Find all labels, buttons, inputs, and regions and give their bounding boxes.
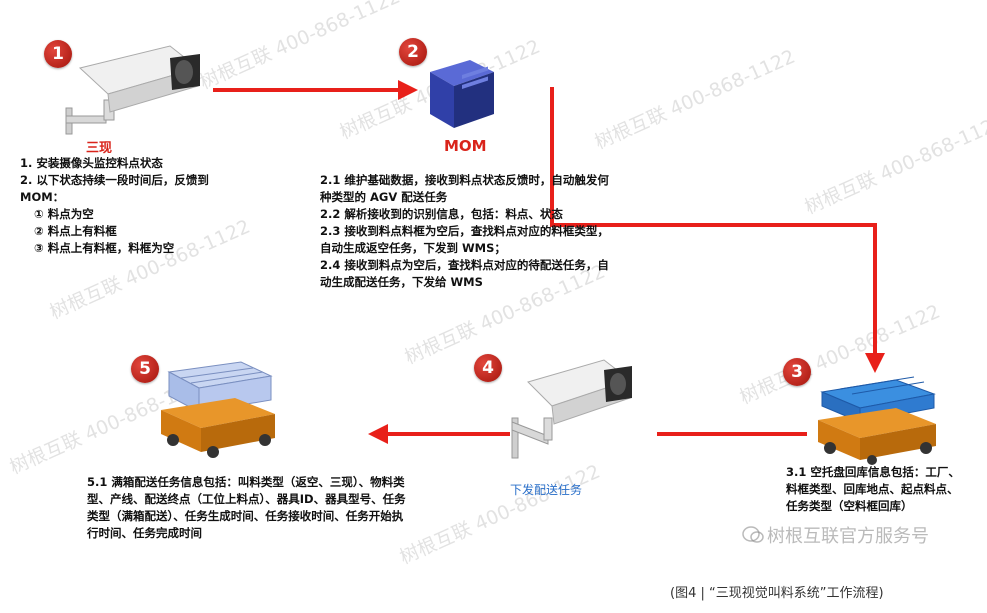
text-line: 自动生成返空任务，下发到 WMS；: [320, 241, 506, 255]
arrowhead-icon: [865, 353, 885, 373]
text-line: 任务类型（空料框回库）: [786, 499, 913, 513]
step2-description: 2.1 维护基础数据，接收到料点状态反馈时，自动触发何 种类型的 AGV 配送任…: [320, 172, 609, 291]
text-line: 行时间、任务完成时间: [87, 526, 202, 540]
text-line: 型、产线、配送终点（工位上料点）、器具ID、器具型号、任务: [87, 492, 406, 506]
text-line: 2.2 解析接收到的识别信息，包括：料点、状态: [320, 207, 563, 221]
arrowhead-icon: [398, 80, 418, 100]
arrowhead-icon: [368, 424, 388, 444]
text-line: 3.1 空托盘回库信息包括：工厂、: [786, 465, 960, 479]
text-line: 2.3 接收到料点料框为空后，查找料点对应的料框类型，: [320, 224, 609, 238]
server-icon: [430, 60, 494, 128]
arrow-4-to-5: [385, 432, 510, 436]
step-badge-2: 2: [399, 38, 427, 66]
text-line: 种类型的 AGV 配送任务: [320, 190, 448, 204]
arrow-2-to-3: [873, 223, 877, 355]
step1-description: 1. 安装摄像头监控料点状态 2. 以下状态持续一段时间后，反馈到 MOM： ①…: [20, 155, 209, 257]
connector-vertical: [550, 87, 554, 227]
step-badge-4: 4: [474, 354, 502, 382]
text-line: 1. 安装摄像头监控料点状态: [20, 156, 163, 170]
text-line: 动生成配送任务，下发给 WMS: [320, 275, 483, 289]
agv-empty-pallet-icon: [818, 376, 936, 465]
step-badge-3: 3: [783, 358, 811, 386]
text-line: 5.1 满箱配送任务信息包括：叫料类型（返空、三现）、物料类: [87, 475, 405, 489]
text-line: 料框类型、回库地点、起点料点、: [786, 482, 959, 496]
arrow-3-to-4: [657, 432, 807, 436]
step-badge-1: 1: [44, 40, 72, 68]
text-line: ① 料点为空: [34, 207, 94, 221]
step4-label: 下发配送任务: [510, 483, 583, 497]
arrow-1-to-2: [213, 88, 400, 92]
agv-full-load-icon: [161, 361, 275, 458]
watermark: 树根互联 400-868-1122: [196, 0, 404, 94]
step3-description: 3.1 空托盘回库信息包括：工厂、 料框类型、回库地点、起点料点、 任务类型（空…: [786, 464, 960, 515]
watermark: 树根互联 400-868-1122: [801, 110, 987, 219]
surveillance-camera-icon: [511, 359, 632, 459]
brand-watermark: 树根互联官方服务号: [742, 522, 929, 548]
surveillance-camera-icon: [65, 45, 200, 135]
watermark: 树根互联 400-868-1122: [591, 45, 799, 154]
connector-horizontal: [550, 223, 876, 227]
step2-label: MOM: [444, 137, 487, 155]
text-line: 2.1 维护基础数据，接收到料点状态反馈时，自动触发何: [320, 173, 609, 187]
text-line: 2.4 接收到料点为空后，查找料点对应的待配送任务，自: [320, 258, 609, 272]
watermark: 树根互联 400-868-1122: [396, 460, 604, 569]
brand-watermark-text: 树根互联官方服务号: [767, 526, 929, 547]
text-line: ③ 料点上有料框，料框为空: [34, 241, 175, 255]
step1-label: 三现: [86, 141, 113, 156]
text-line: 类型（满箱配送）、任务生成时间、任务接收时间、任务开始执: [87, 509, 404, 523]
text-line: 2. 以下状态持续一段时间后，反馈到: [20, 173, 209, 187]
figure-caption: (图4 | “三现视觉叫料系统”工作流程): [670, 586, 884, 601]
text-line: ② 料点上有料框: [34, 224, 117, 238]
text-line: MOM：: [20, 190, 65, 204]
step5-description: 5.1 满箱配送任务信息包括：叫料类型（返空、三现）、物料类 型、产线、配送终点…: [87, 474, 406, 542]
wechat-logo-icon: [742, 526, 764, 543]
step-badge-5: 5: [131, 355, 159, 383]
